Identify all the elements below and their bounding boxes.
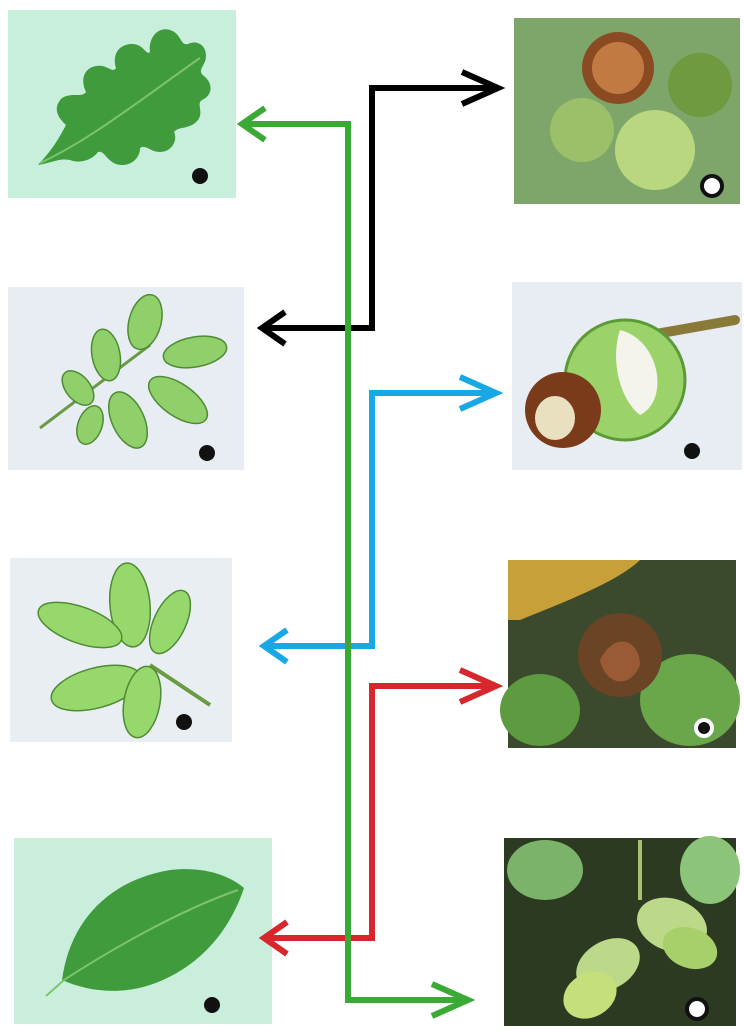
beech-nut-fruit-dot <box>696 720 712 736</box>
match-arrow-oak <box>242 108 468 1016</box>
walnut-fruit-card[interactable] <box>514 18 740 204</box>
chestnut-leaf-card[interactable] <box>10 558 232 742</box>
horse-chestnut-fruit-dot <box>684 443 700 459</box>
acorn-fruit-card[interactable] <box>504 836 740 1028</box>
horse-chestnut-fruit-card[interactable] <box>512 282 742 470</box>
match-arrow-walnut <box>262 72 498 344</box>
walnut-leaf-dot <box>199 445 215 461</box>
oak-leaf-card[interactable] <box>8 10 236 198</box>
walnut-leaf-card[interactable] <box>8 287 244 470</box>
walnut-fruit-dot <box>702 176 722 196</box>
walnut-green-icon <box>550 98 614 162</box>
beech-leaf-dot <box>204 997 220 1013</box>
match-arrow-chestnut <box>264 377 496 662</box>
beech-nut-fruit-card[interactable] <box>500 560 740 748</box>
oak-leaf-dot <box>192 168 208 184</box>
match-arrow-beech <box>264 670 496 954</box>
beech-leaf-card[interactable] <box>14 838 272 1024</box>
chestnut-leaf-dot <box>176 714 192 730</box>
acorn-fruit-dot <box>687 999 707 1019</box>
